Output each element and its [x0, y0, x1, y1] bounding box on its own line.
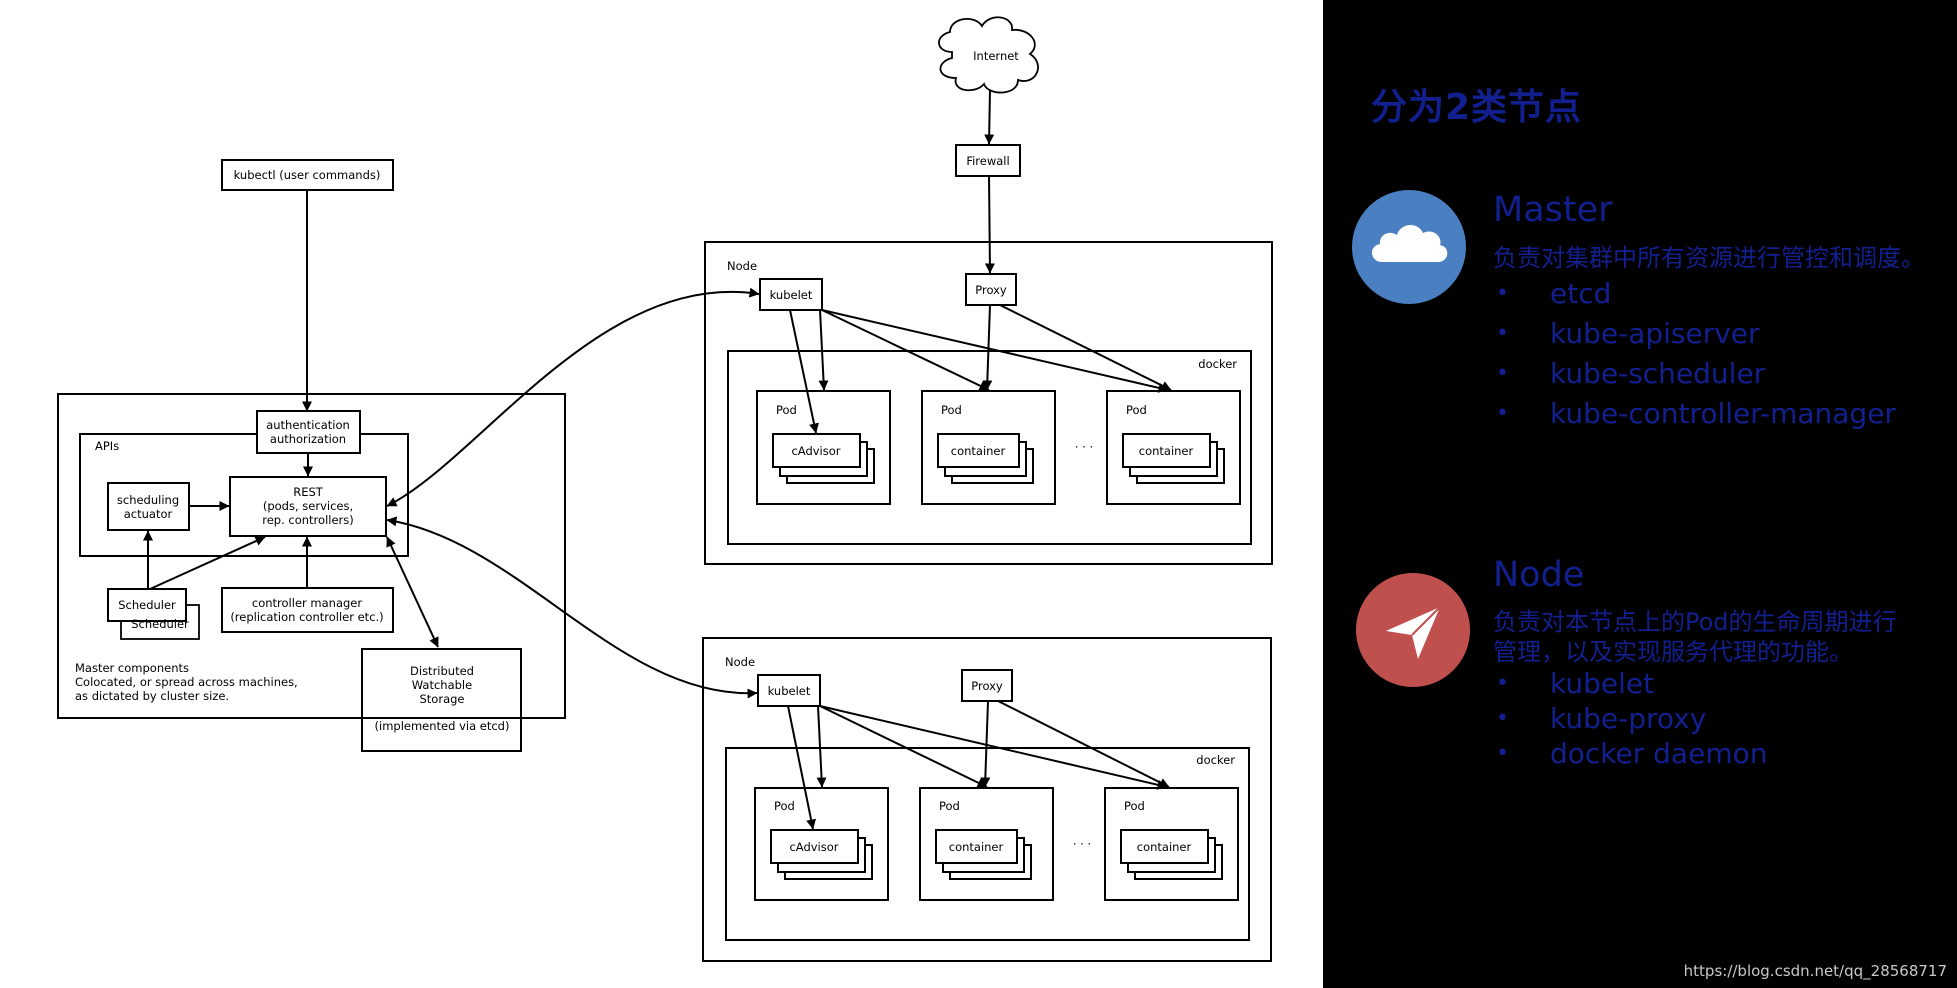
node-description-line-1: 负责对本节点上的Pod的生命周期进行	[1493, 608, 1897, 636]
kubectl-label: kubectl (user commands)	[234, 168, 381, 182]
proxy-2-label: Proxy	[971, 679, 1003, 693]
master-components-label-2: Colocated, or spread across machines,	[75, 675, 298, 689]
rest-box	[229, 476, 387, 537]
node-2-box	[702, 637, 1272, 962]
master-components-list: etcd kube-apiserver kube-scheduler kube-…	[1493, 274, 1896, 434]
docker-2-box	[725, 747, 1250, 941]
master-item-controller-manager: kube-controller-manager	[1493, 394, 1896, 434]
controller-manager-label-1: controller manager	[252, 596, 362, 610]
cadvisor-2-label: cAdvisor	[789, 840, 838, 854]
scheduler-label-back: Scheduler	[131, 617, 189, 631]
storage-label-1: Distributed	[410, 664, 474, 678]
ellipsis-1: · · ·	[1075, 440, 1093, 454]
node-item-kubelet: kubelet	[1493, 666, 1767, 701]
master-item-etcd: etcd	[1493, 274, 1896, 314]
node-item-kube-proxy: kube-proxy	[1493, 701, 1767, 736]
pod-2a-box	[754, 787, 889, 901]
storage-label-3: Storage	[420, 692, 465, 706]
master-components-label-1: Master components	[75, 661, 189, 675]
controller-manager-label-2: (replication controller etc.)	[230, 610, 383, 624]
rest-label-1: REST	[293, 485, 324, 499]
proxy-1-label: Proxy	[975, 283, 1007, 297]
node-description-line-2: 管理，以及实现服务代理的功能。	[1493, 638, 1853, 666]
rest-label-3: rep. controllers)	[262, 513, 354, 527]
node-1-box	[704, 241, 1273, 565]
container-1c-label: container	[1139, 444, 1194, 458]
cloud-icon	[1371, 224, 1448, 262]
container-2b-label: container	[949, 840, 1004, 854]
node-1-label: Node	[727, 259, 757, 273]
master-heading: Master	[1493, 190, 1613, 230]
container-2c-label: container	[1137, 840, 1192, 854]
firewall-label: Firewall	[966, 154, 1009, 168]
kubelet-2-label: kubelet	[768, 684, 811, 698]
pod-1c-label: Pod	[1126, 403, 1147, 417]
apis-label: APIs	[95, 439, 119, 453]
pod-2b-label: Pod	[939, 799, 960, 813]
pod-2c-box	[1104, 787, 1239, 901]
scheduler-label: Scheduler	[118, 598, 176, 612]
ellipsis-2: · · ·	[1073, 837, 1091, 851]
watermark-url: https://blog.csdn.net/qq_28568717	[1683, 962, 1947, 980]
storage-label-2: Watchable	[412, 678, 472, 692]
rest-label-2: (pods, services,	[263, 499, 353, 513]
architecture-diagram: Internet Firewall kubectl (user commands…	[57, 16, 1273, 962]
node-heading: Node	[1493, 555, 1585, 595]
docker-1-box	[727, 350, 1252, 545]
pod-1b-box	[921, 390, 1056, 505]
firewall-box	[955, 144, 1021, 177]
scheduling-label-1: scheduling	[117, 493, 179, 507]
info-panel: 分为2类节点 Master 负责对集群中所有资源进行管控和调度。 etcd ku…	[1323, 0, 1957, 988]
node-2-label: Node	[725, 655, 755, 669]
storage-label-5: (implemented via etcd)	[375, 719, 510, 733]
docker-1-label: docker	[1198, 357, 1237, 371]
pod-1a-box	[756, 390, 891, 505]
docker-2-label: docker	[1196, 753, 1235, 767]
master-components-label-3: as dictated by cluster size.	[75, 689, 229, 703]
pod-2b-box	[919, 787, 1054, 901]
pod-2a-label: Pod	[774, 799, 795, 813]
proxy-1-box	[965, 273, 1017, 306]
node-components-list: kubelet kube-proxy docker daemon	[1493, 666, 1767, 771]
master-cloud-icon	[1352, 190, 1466, 304]
internet-label: Internet	[973, 49, 1019, 63]
pod-1b-label: Pod	[941, 403, 962, 417]
master-description: 负责对集群中所有资源进行管控和调度。	[1493, 244, 1925, 272]
auth-box	[256, 410, 361, 454]
pod-1a-label: Pod	[776, 403, 797, 417]
kubelet-1-label: kubelet	[770, 288, 813, 302]
scheduling-label-2: actuator	[124, 507, 173, 521]
master-item-apiserver: kube-apiserver	[1493, 314, 1896, 354]
auth-label-1: authentication	[266, 418, 350, 432]
node-item-docker-daemon: docker daemon	[1493, 736, 1767, 771]
pod-1c-box	[1106, 390, 1241, 505]
master-item-scheduler: kube-scheduler	[1493, 354, 1896, 394]
internet-cloud	[938, 16, 1039, 94]
cadvisor-1-label: cAdvisor	[791, 444, 840, 458]
auth-label-2: authorization	[270, 432, 346, 446]
paper-plane-icon	[1386, 606, 1441, 659]
container-1b-label: container	[951, 444, 1006, 458]
slide-title: 分为2类节点	[1371, 87, 1583, 128]
pod-2c-label: Pod	[1124, 799, 1145, 813]
node-plane-icon	[1356, 573, 1470, 687]
